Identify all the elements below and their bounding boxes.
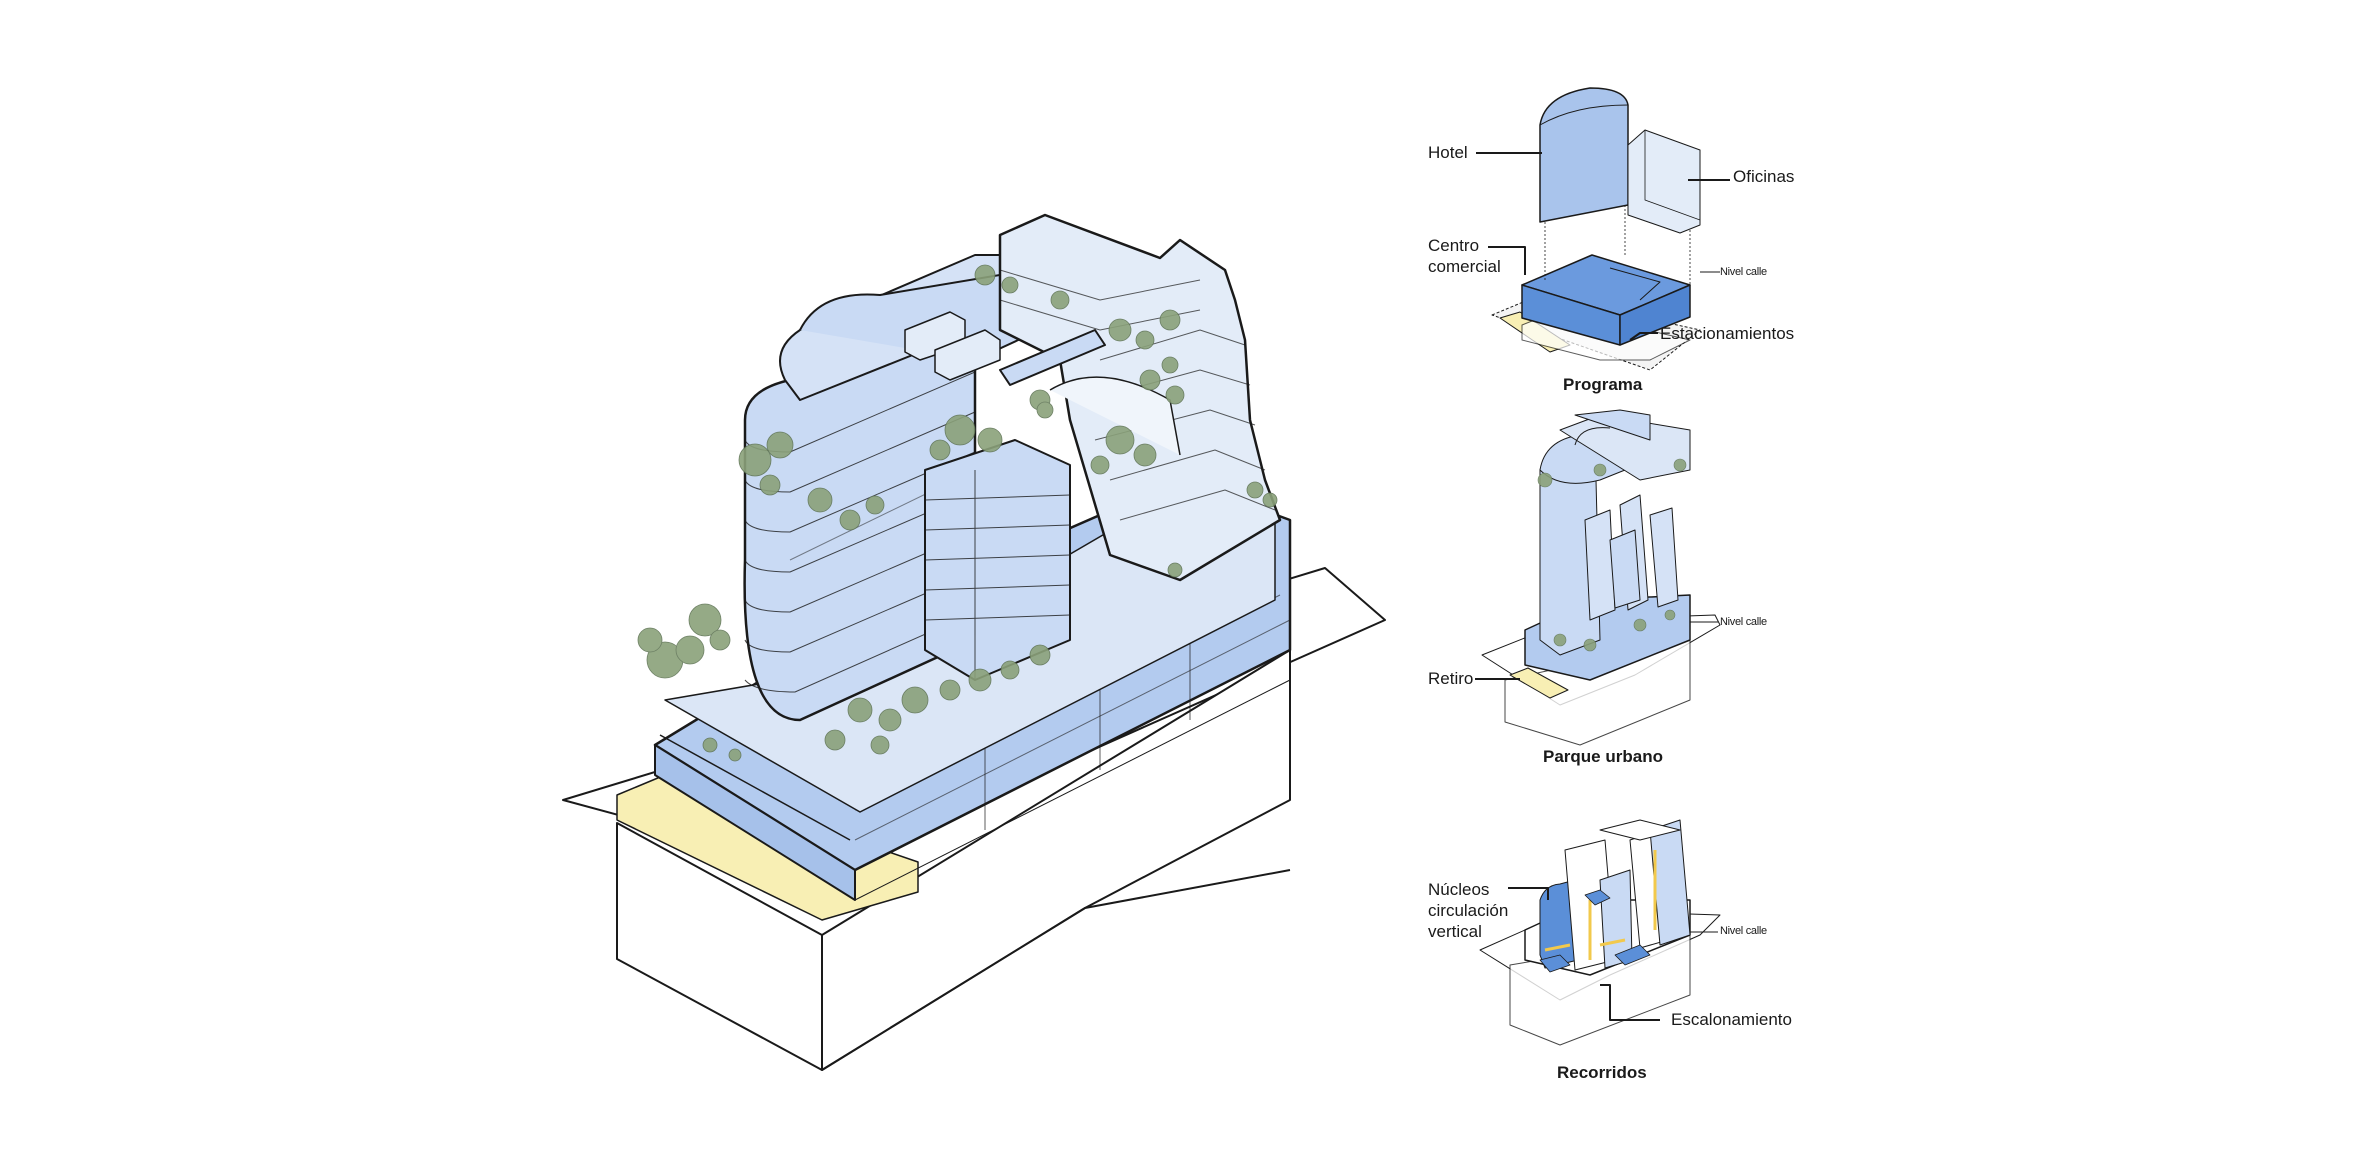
underground-block — [616, 649, 1291, 1071]
oficinas-label: Oficinas — [1733, 167, 1795, 186]
escalonamiento-label: Escalonamiento — [1671, 1010, 1792, 1029]
centro-comercial-label: Centro comercial — [1428, 236, 1501, 276]
centro-comercial-volume — [1521, 254, 1691, 346]
nucleos-leader — [1508, 887, 1549, 900]
parque-towers — [1539, 439, 1679, 656]
parque-retiro — [1509, 667, 1569, 699]
bridge — [999, 329, 1106, 386]
comercial-leader — [1488, 246, 1526, 275]
nivel-calle-label-3: Nivel calle — [1720, 925, 1767, 937]
vegetation — [637, 264, 1278, 762]
hotel-label: Hotel — [1428, 143, 1468, 162]
recorridos-title: Recorridos — [1557, 1063, 1647, 1082]
circulation-arrows — [1544, 850, 1657, 960]
programa-title: Programa — [1563, 375, 1643, 394]
escalonamiento-leader — [1600, 984, 1660, 1021]
recorridos-diagram — [1479, 819, 1721, 1046]
estacionamientos-leader — [1629, 332, 1658, 341]
parque-urbano-title: Parque urbano — [1543, 747, 1663, 766]
parque-urbano-diagram — [1475, 409, 1721, 746]
main-axonometric — [562, 213, 1386, 1071]
nucleos-label: Núcleos circulación vertical — [1428, 880, 1509, 941]
slab-tower — [924, 439, 1071, 681]
parque-upper — [1539, 409, 1691, 484]
nivel-calle-label-2: Nivel calle — [1720, 616, 1767, 628]
retiro-label: Retiro — [1428, 669, 1474, 688]
nivel-calle-label-1: Nivel calle — [1720, 266, 1767, 278]
estacionamientos-label: Estacionamientos — [1660, 324, 1795, 343]
programa-diagram — [1476, 87, 1730, 371]
hotel-volume — [1539, 87, 1629, 280]
office-block — [998, 213, 1282, 582]
oficinas-volume — [1627, 129, 1701, 285]
